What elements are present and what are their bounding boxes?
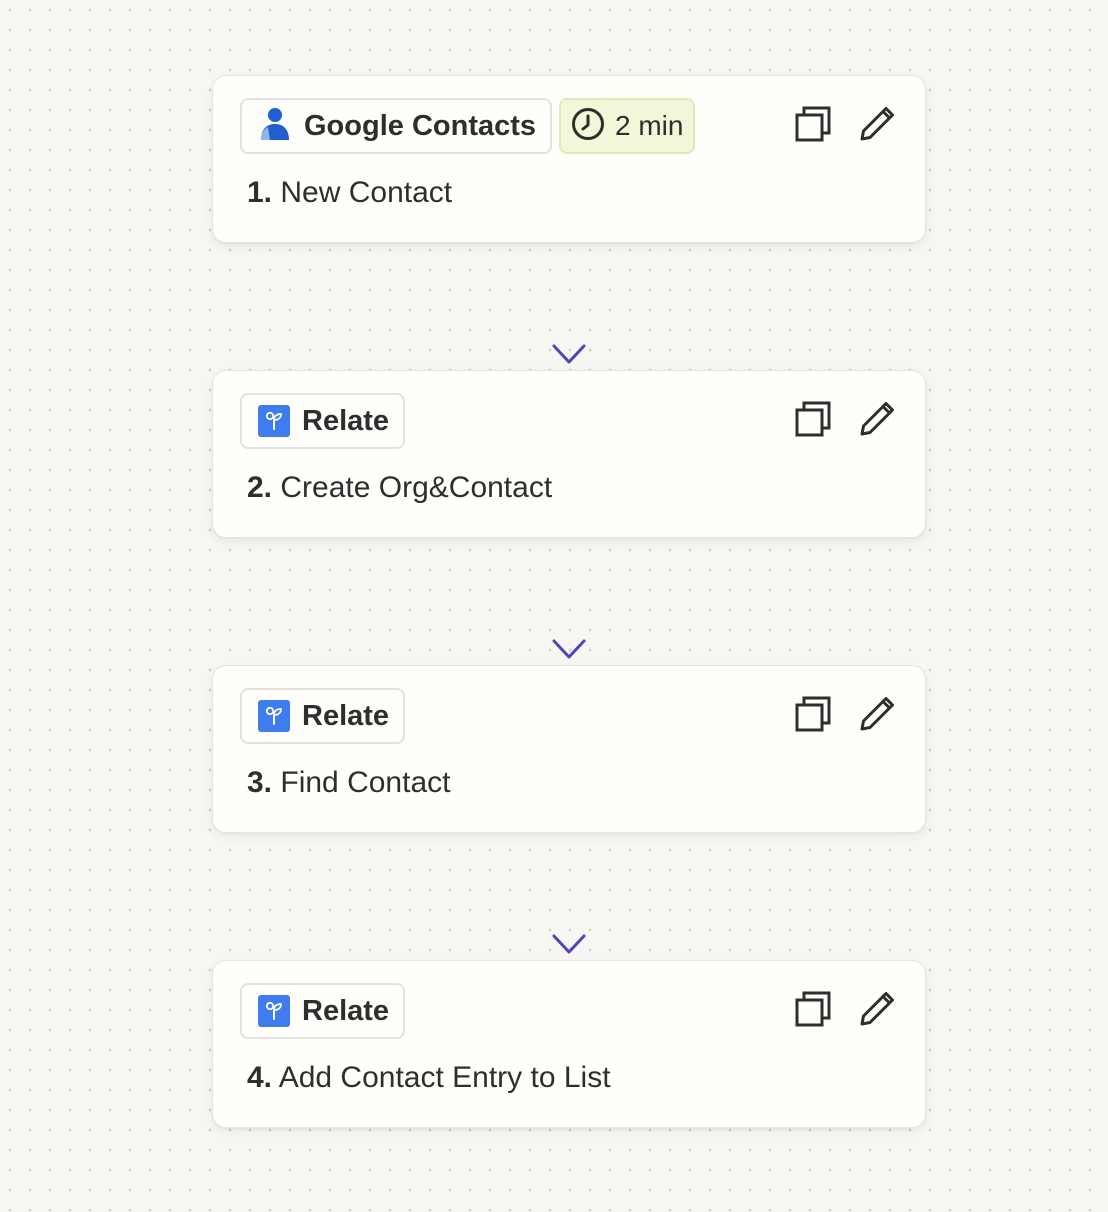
duplicate-icon bbox=[795, 106, 831, 147]
relate-logo-icon bbox=[258, 995, 290, 1027]
step-name: Add Contact Entry to List bbox=[278, 1061, 611, 1094]
step-title: 2. Create Org&Contact bbox=[247, 471, 552, 505]
clock-icon bbox=[571, 107, 605, 146]
relate-logo-icon bbox=[258, 405, 290, 437]
step-number: 2. bbox=[247, 471, 273, 504]
edit-button[interactable] bbox=[855, 989, 899, 1033]
duplicate-icon bbox=[795, 696, 831, 737]
step-name: Find Contact bbox=[280, 766, 451, 799]
pencil-icon bbox=[859, 401, 895, 442]
duplicate-button[interactable] bbox=[791, 104, 835, 148]
pencil-icon bbox=[859, 106, 895, 147]
delay-time-badge: 2 min bbox=[559, 98, 696, 154]
step-title: 1. New Contact bbox=[247, 176, 452, 210]
duplicate-icon bbox=[795, 401, 831, 442]
edit-button[interactable] bbox=[855, 399, 899, 443]
app-name: Relate bbox=[302, 699, 390, 732]
app-name: Relate bbox=[302, 404, 390, 437]
app-chip-relate[interactable]: Relate bbox=[240, 393, 406, 449]
step-name: Create Org&Contact bbox=[280, 471, 553, 504]
app-chip-relate[interactable]: Relate bbox=[240, 688, 406, 744]
step-card-1[interactable]: Google Contacts 2 min 1. New Contact bbox=[212, 75, 926, 243]
connector-arrow-1 bbox=[552, 254, 586, 364]
step-title: 3. Find Contact bbox=[247, 766, 450, 800]
connector-arrow-3 bbox=[552, 844, 586, 954]
duplicate-button[interactable] bbox=[791, 989, 835, 1033]
step-card-4[interactable]: Relate 4. Add Contact Entry to List bbox=[212, 960, 926, 1128]
step-number: 3. bbox=[247, 766, 273, 799]
app-name: Relate bbox=[302, 994, 390, 1027]
app-name: Google Contacts bbox=[304, 109, 537, 142]
step-number: 1. bbox=[247, 176, 273, 209]
duplicate-button[interactable] bbox=[791, 694, 835, 738]
step-name: New Contact bbox=[280, 176, 453, 209]
relate-logo-icon bbox=[258, 700, 290, 732]
app-chip-google-contacts[interactable]: Google Contacts bbox=[240, 98, 553, 154]
pencil-icon bbox=[859, 696, 895, 737]
edit-button[interactable] bbox=[855, 694, 899, 738]
delay-time-label: 2 min bbox=[615, 110, 684, 141]
duplicate-button[interactable] bbox=[791, 399, 835, 443]
duplicate-icon bbox=[795, 991, 831, 1032]
connector-arrow-2 bbox=[552, 549, 586, 659]
edit-button[interactable] bbox=[855, 104, 899, 148]
pencil-icon bbox=[859, 991, 895, 1032]
step-title: 4. Add Contact Entry to List bbox=[247, 1061, 611, 1095]
google-contacts-person-icon bbox=[258, 106, 292, 147]
step-number: 4. bbox=[247, 1061, 273, 1094]
step-card-3[interactable]: Relate 3. Find Contact bbox=[212, 665, 926, 833]
step-card-2[interactable]: Relate 2. Create Org&Contact bbox=[212, 370, 926, 538]
app-chip-relate[interactable]: Relate bbox=[240, 983, 406, 1039]
